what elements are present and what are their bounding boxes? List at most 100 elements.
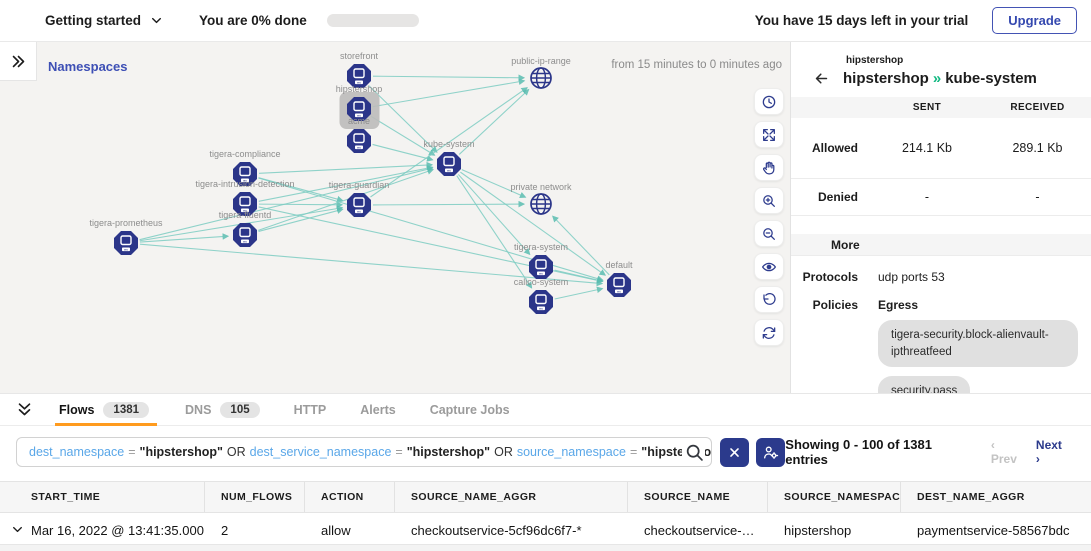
graph-edge-hipstershop-to-public-ip-range[interactable] bbox=[372, 78, 526, 108]
svg-text:ns: ns bbox=[243, 208, 247, 212]
policy-pill[interactable]: tigera-security.block-alienvault-ipthrea… bbox=[878, 320, 1078, 368]
collapse-panel-button[interactable] bbox=[16, 401, 33, 418]
tab-label: Alerts bbox=[360, 402, 396, 417]
back-button[interactable] bbox=[813, 70, 830, 87]
column-header-source_name_aggr[interactable]: SOURCE_NAME_AGGR bbox=[395, 482, 628, 512]
graph-edge-tigera-prometheus-to-default[interactable] bbox=[139, 243, 604, 287]
policy-pill-list: tigera-security.block-alienvault-ipthrea… bbox=[878, 320, 1091, 393]
cell-source_namespace: hipstershop bbox=[784, 523, 852, 538]
search-icon[interactable] bbox=[682, 442, 706, 463]
column-header-action[interactable]: ACTION bbox=[305, 482, 395, 512]
policy-pill[interactable]: security.pass bbox=[878, 376, 971, 393]
tab-alerts[interactable]: Alerts bbox=[360, 394, 395, 425]
user-cog-icon bbox=[764, 446, 779, 459]
expand-button[interactable] bbox=[754, 121, 784, 148]
graph-edge-calico-system-to-default[interactable] bbox=[554, 286, 604, 300]
graph-node-label: hipstershop bbox=[336, 84, 383, 94]
graph-edge-tigera-guardian-to-private-network[interactable] bbox=[372, 200, 526, 208]
policy-recommendation-button[interactable] bbox=[756, 437, 786, 467]
column-header-start_time[interactable]: START_TIME bbox=[0, 482, 205, 512]
graph-edge-kube-system-to-tigera-system[interactable] bbox=[457, 174, 531, 256]
sent-value: - bbox=[924, 190, 930, 204]
clear-query-button[interactable] bbox=[720, 437, 750, 467]
zoom-out-button[interactable] bbox=[754, 220, 784, 247]
graph-edge-tigera-prometheus-to-tigera-fluentd[interactable] bbox=[139, 233, 230, 243]
clock-button[interactable] bbox=[754, 88, 784, 115]
graph-edge-kube-system-to-default[interactable] bbox=[460, 171, 607, 276]
graph-edge-kube-system-to-public-ip-range[interactable] bbox=[458, 88, 530, 155]
graph-edge-acme-to-kube-system[interactable] bbox=[372, 143, 434, 162]
traffic-row-denied: Denied-- bbox=[791, 179, 1091, 216]
traffic-table-header: SENT RECEIVED bbox=[791, 97, 1091, 118]
graph-edge-tigera-intrusion-detection-to-kube-system[interactable] bbox=[258, 165, 434, 202]
query-token-op: = bbox=[128, 445, 136, 459]
svg-text:ns: ns bbox=[243, 239, 247, 243]
upgrade-button[interactable]: Upgrade bbox=[992, 7, 1077, 34]
graph-edge-tigera-guardian-to-public-ip-range[interactable] bbox=[370, 87, 528, 198]
graph-edge-tigera-compliance-to-tigera-guardian[interactable] bbox=[258, 177, 344, 203]
graph-edge-kube-system-to-calico-system[interactable] bbox=[456, 175, 533, 289]
received-value: - bbox=[1035, 190, 1040, 204]
graph-node-label: kube-system bbox=[423, 139, 474, 149]
graph-node-public-ip-range[interactable]: public-ip-range bbox=[511, 56, 571, 89]
graph-edge-tigera-system-to-default[interactable] bbox=[554, 269, 604, 284]
sidebar-expand-button[interactable] bbox=[0, 42, 37, 81]
graph-edge-kube-system-to-private-network[interactable] bbox=[461, 169, 527, 199]
graph-edge-tigera-fluentd-to-tigera-guardian[interactable] bbox=[258, 207, 344, 232]
column-header-num_flows[interactable]: NUM_FLOWS bbox=[205, 482, 305, 512]
prev-page-button[interactable]: ‹ Prev bbox=[990, 438, 1017, 466]
graph-node-label: default bbox=[605, 260, 633, 270]
graph-edge-tigera-prometheus-to-kube-system[interactable] bbox=[139, 166, 434, 241]
tab-capture-jobs[interactable]: Capture Jobs bbox=[430, 394, 510, 425]
graph-edge-storefront-to-kube-system[interactable] bbox=[368, 85, 438, 153]
undo-button[interactable] bbox=[754, 286, 784, 313]
graph-edge-tigera-compliance-to-kube-system[interactable] bbox=[258, 161, 434, 174]
graph-edge-storefront-to-public-ip-range[interactable] bbox=[372, 74, 526, 82]
column-header-source_name[interactable]: SOURCE_NAME bbox=[628, 482, 768, 512]
graph-edge-tigera-fluentd-to-kube-system[interactable] bbox=[258, 168, 434, 231]
getting-started-menu[interactable]: Getting started bbox=[45, 13, 163, 28]
eye-button[interactable] bbox=[754, 253, 784, 280]
refresh-button[interactable] bbox=[754, 319, 784, 346]
column-header-source_namespace[interactable]: SOURCE_NAMESPACE bbox=[768, 482, 901, 512]
pan-hand-button[interactable] bbox=[754, 154, 784, 181]
chevron-down-icon bbox=[152, 17, 162, 24]
expand-row-button[interactable] bbox=[11, 523, 24, 536]
tab-label: DNS bbox=[185, 402, 212, 417]
zoom-in-button[interactable] bbox=[754, 187, 784, 214]
graph-node-private-network[interactable]: private network bbox=[510, 182, 572, 215]
sent-value: 214.1 Kb bbox=[901, 141, 953, 155]
column-header-dest_name_aggr[interactable]: DEST_NAME_AGGR bbox=[917, 491, 1025, 503]
graph-edge-tigera-intrusion-detection-to-tigera-guardian[interactable] bbox=[258, 201, 344, 209]
tab-http[interactable]: HTTP bbox=[294, 394, 327, 425]
graph-edge-default-to-private-network[interactable] bbox=[552, 215, 610, 276]
next-page-button[interactable]: Next › bbox=[1035, 438, 1062, 466]
protocols-value: udp ports 53 bbox=[878, 270, 945, 284]
details-breadcrumb: hipstershop bbox=[846, 55, 904, 66]
graph-edge-hipstershop-to-kube-system[interactable] bbox=[370, 115, 436, 156]
graph-node-label: public-ip-range bbox=[511, 56, 571, 66]
